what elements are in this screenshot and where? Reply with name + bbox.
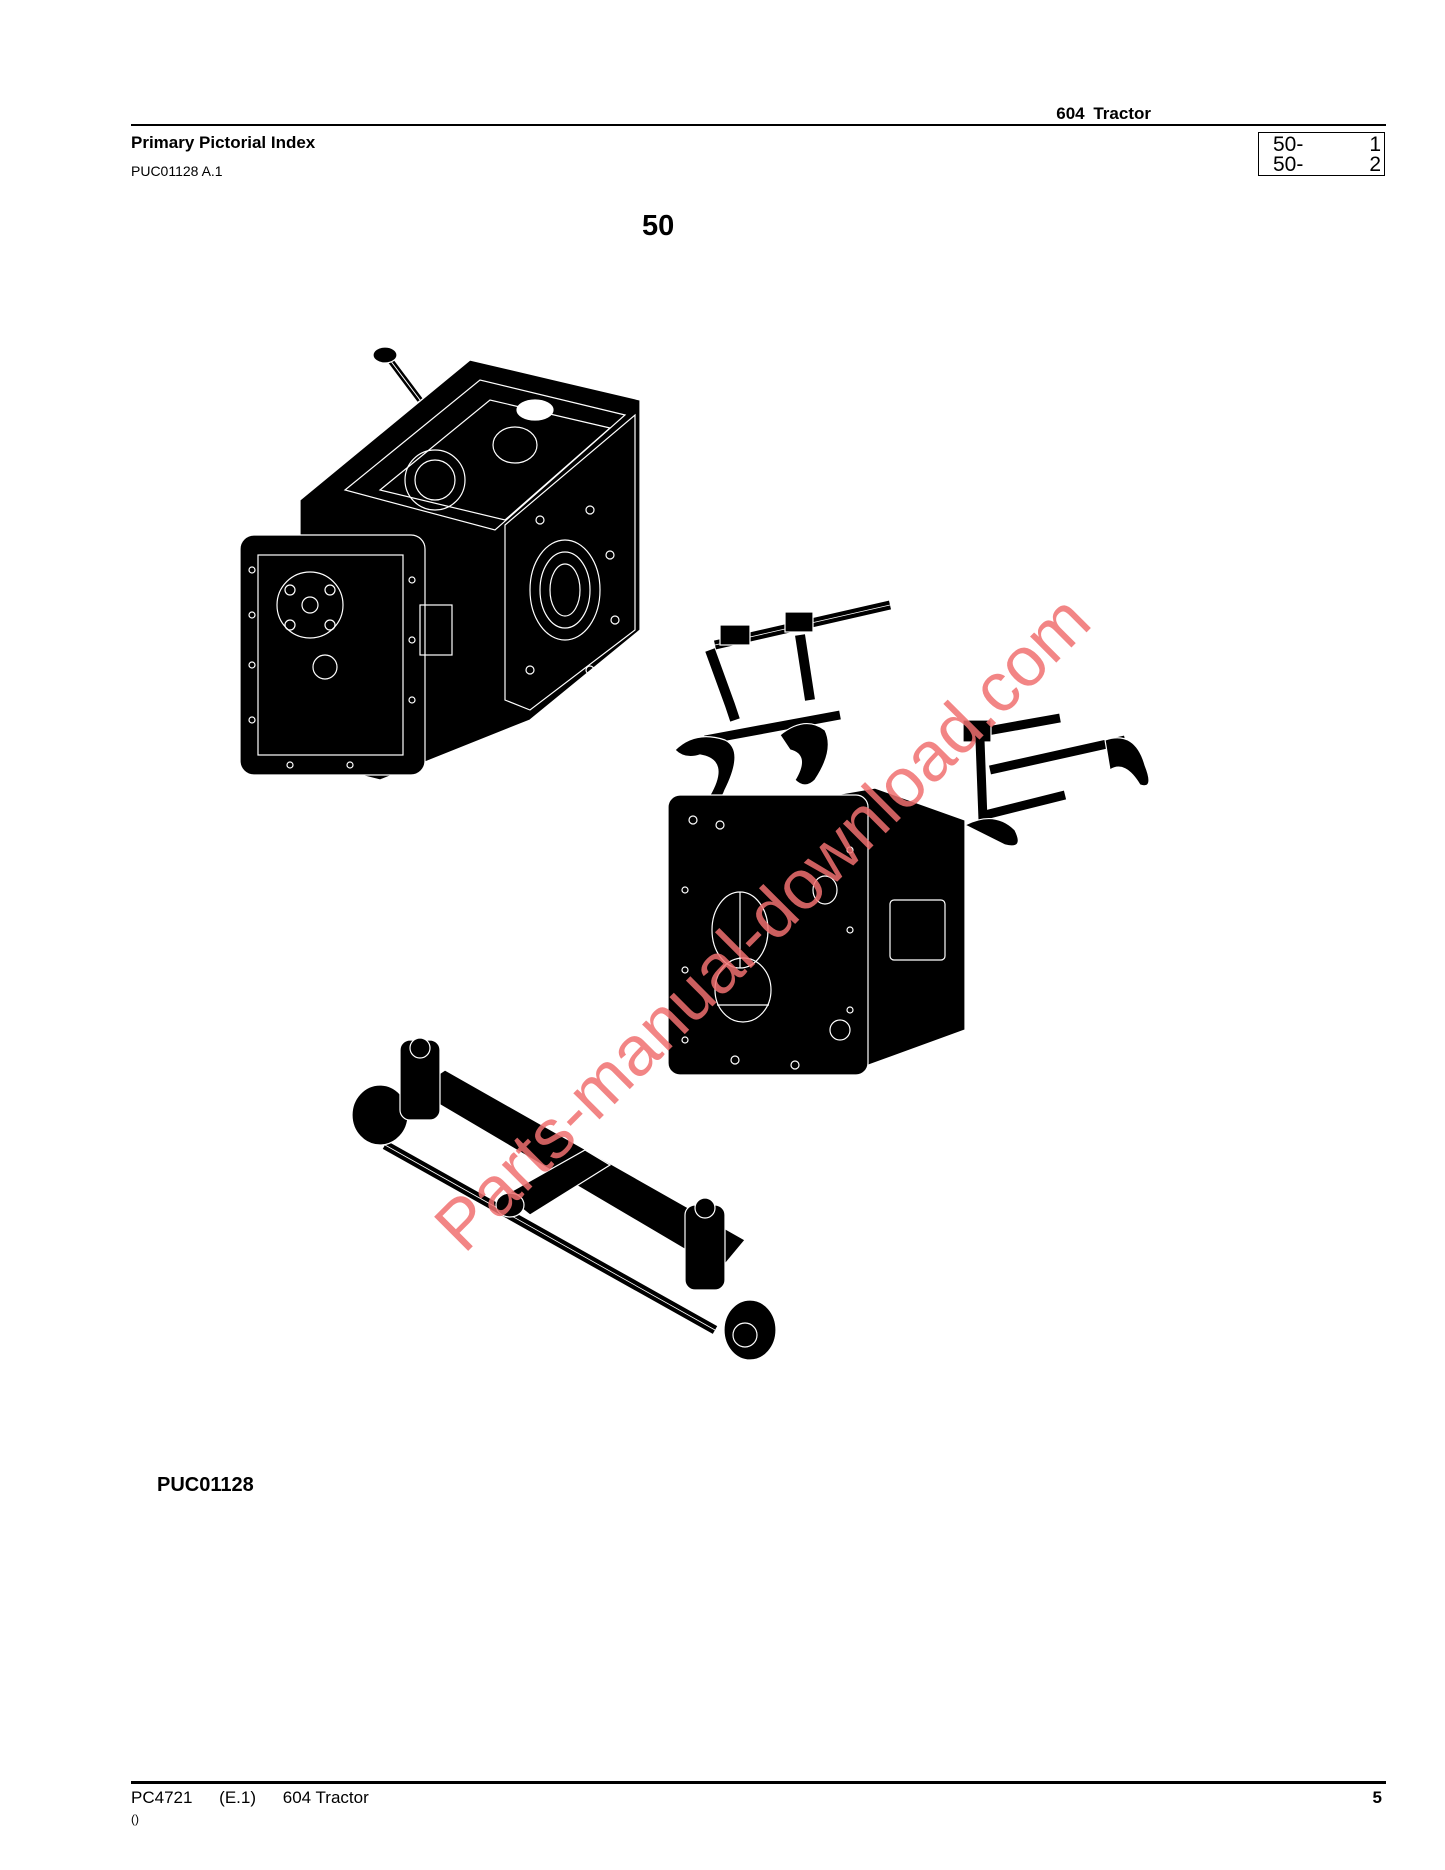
gearbox-case-illustration: [667, 787, 966, 1076]
footer-doc-info: PC4721 (E.1) 604 Tractor: [131, 1788, 391, 1808]
index-row: 50- 1: [1273, 134, 1381, 156]
footer-doc-id: PC4721: [131, 1788, 193, 1807]
index-row: 50- 2: [1273, 154, 1381, 176]
model-name: 604 Tractor: [1056, 104, 1151, 123]
header-rule: [131, 124, 1386, 126]
footer-rule: [131, 1781, 1386, 1784]
page-index-box: 50- 1 50- 2: [1258, 132, 1385, 176]
index-section: 50-: [1273, 133, 1304, 156]
shift-forks-illustration: [674, 600, 1150, 847]
figure-code: PUC01128 A.1: [131, 163, 223, 179]
footer-sub: (): [131, 1812, 139, 1826]
index-section: 50-: [1273, 153, 1304, 176]
page-number: 5: [1372, 1788, 1382, 1807]
section-number: 50: [642, 210, 675, 242]
footer-model: 604 Tractor: [282, 1788, 369, 1807]
index-page: 1: [1369, 133, 1381, 156]
index-page: 2: [1369, 153, 1381, 176]
figure-label: PUC01128: [157, 1474, 254, 1496]
page-title: Primary Pictorial Index: [131, 133, 316, 152]
footer-edition: (E.1): [219, 1788, 257, 1807]
front-axle-illustration: [351, 1037, 777, 1361]
transmission-housing-illustration: [239, 346, 641, 780]
